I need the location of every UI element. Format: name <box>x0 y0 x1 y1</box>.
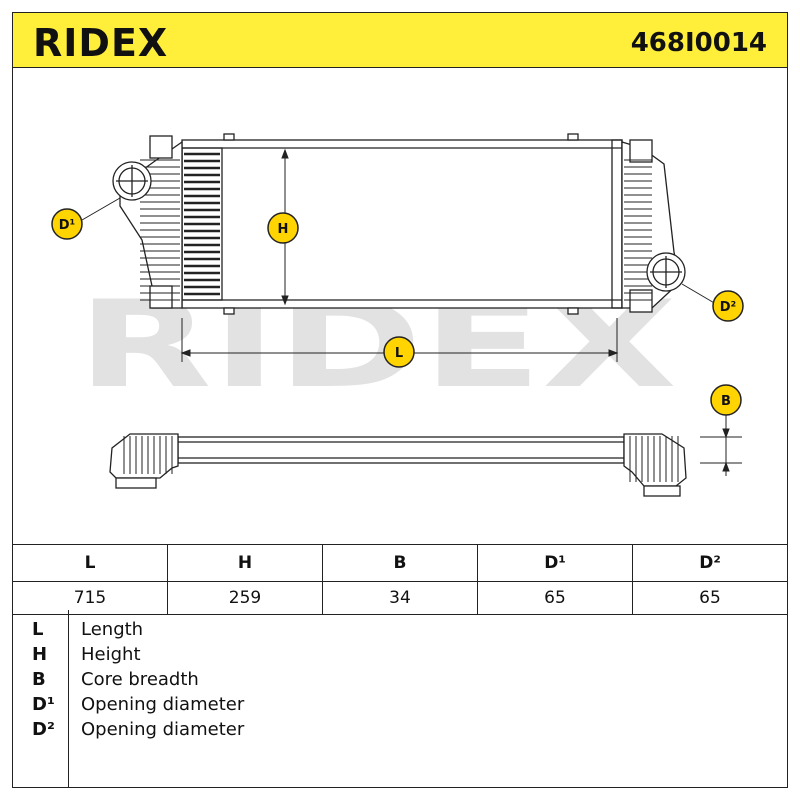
badge-b: B <box>710 384 742 416</box>
legend-row: B Core breadth <box>12 667 788 692</box>
brand-logo: RIDEX <box>33 21 169 65</box>
spec-header-cell: B <box>322 544 478 582</box>
spec-value-cell: 65 <box>632 581 788 615</box>
spec-table: L H B D¹ D² 715 259 34 65 65 <box>12 544 788 615</box>
legend-desc: Opening diameter <box>81 694 245 715</box>
spec-value-cell: 259 <box>167 581 323 615</box>
svg-text:D¹: D¹ <box>59 218 76 233</box>
legend-key: D² <box>32 719 55 740</box>
legend-desc: Opening diameter <box>81 719 245 740</box>
dimension-b <box>700 415 742 476</box>
legend-desc: Length <box>81 619 144 640</box>
legend-row: D² Opening diameter <box>12 717 788 742</box>
badge-d2: D² <box>712 290 744 322</box>
legend-desc: Height <box>81 644 141 665</box>
legend-key: L <box>32 619 44 640</box>
legend-divider <box>68 610 69 788</box>
d1-leader <box>81 197 121 221</box>
spec-value-cell: 65 <box>477 581 633 615</box>
header-bar: RIDEX 468I0014 <box>12 12 788 68</box>
legend-key: D¹ <box>32 694 55 715</box>
svg-text:H: H <box>278 222 289 237</box>
legend-row: D¹ Opening diameter <box>12 692 788 717</box>
spec-header-cell: D¹ <box>477 544 633 582</box>
part-number: 468I0014 <box>630 28 767 58</box>
d2-leader <box>681 283 717 305</box>
spec-header-row: L H B D¹ D² <box>12 544 788 582</box>
legend-key: B <box>32 669 46 690</box>
spec-header-cell: D² <box>632 544 788 582</box>
spec-header-cell: H <box>167 544 323 582</box>
svg-text:D²: D² <box>720 300 737 315</box>
badge-l: L <box>383 336 415 368</box>
spec-header-cell: L <box>12 544 168 582</box>
spec-value-cell: 715 <box>12 581 168 615</box>
technical-drawing: RIDEX <box>51 133 744 497</box>
spec-value-row: 715 259 34 65 65 <box>12 581 788 615</box>
legend-row: H Height <box>12 642 788 667</box>
intercooler-side-view <box>109 433 687 497</box>
intercooler-front-view <box>119 133 681 315</box>
legend-row: L Length <box>12 617 788 642</box>
core-fins <box>184 152 220 296</box>
legend-key: H <box>32 644 48 665</box>
badge-d1: D¹ <box>51 208 83 240</box>
badge-h: H <box>267 212 299 244</box>
elbow-ribs <box>123 436 679 482</box>
legend-desc: Core breadth <box>81 669 199 690</box>
svg-text:B: B <box>721 394 731 409</box>
inlet-port-d1 <box>112 161 152 201</box>
legend: L Length H Height B Core breadth D¹ Open… <box>12 610 788 788</box>
spec-value-cell: 34 <box>322 581 478 615</box>
outlet-port-d2 <box>646 252 686 292</box>
svg-text:L: L <box>395 346 403 361</box>
